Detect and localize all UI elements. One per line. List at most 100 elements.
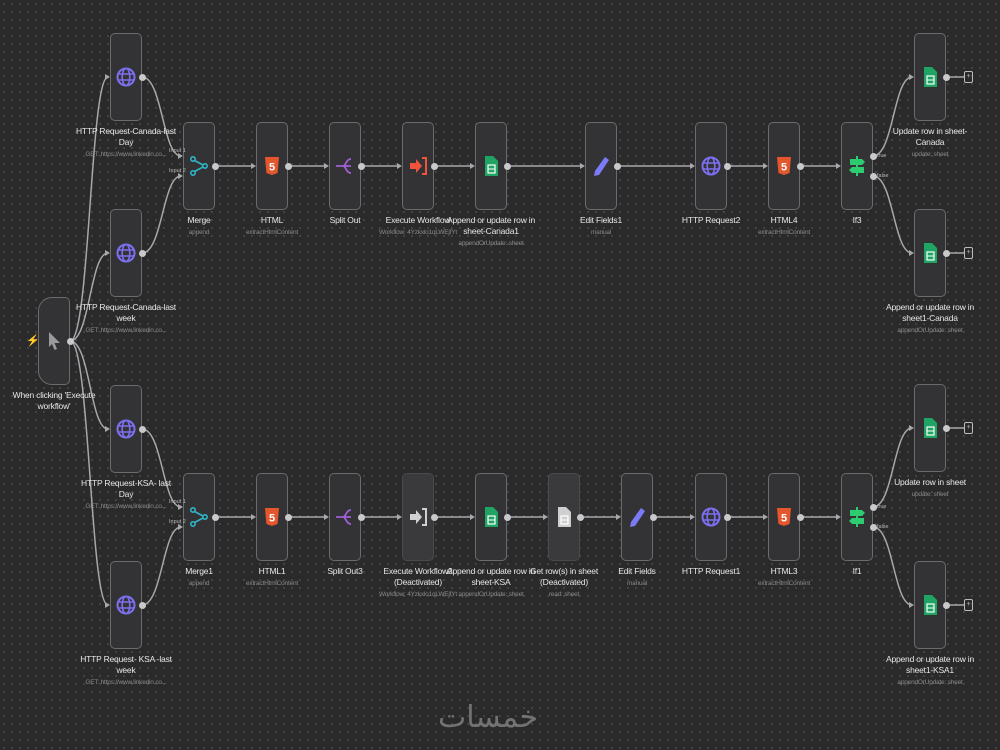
arrow-head [909, 74, 914, 80]
node-appk[interactable] [475, 473, 507, 561]
node-split3[interactable] [329, 473, 361, 561]
node-html3[interactable]: 5 [768, 473, 800, 561]
node-http2[interactable] [695, 122, 727, 210]
node-hcw[interactable] [110, 209, 142, 297]
node-label: Append or update row in sheet1-Canada app… [880, 302, 980, 336]
node-updk[interactable] [914, 384, 946, 472]
output-port[interactable] [649, 513, 657, 521]
cursor-icon [49, 332, 60, 350]
node-hcd[interactable] [110, 33, 142, 121]
node-title: Get row(s) in sheet (Deactivated) [529, 566, 598, 587]
node-html4[interactable]: 5 [768, 122, 800, 210]
split-out-icon [336, 509, 352, 525]
node-html[interactable]: 5 [256, 122, 288, 210]
output-port[interactable] [284, 162, 292, 170]
output-port[interactable] [430, 513, 438, 521]
add-node-button[interactable]: + [964, 247, 973, 259]
connection-trigger-hcw[interactable] [69, 252, 109, 342]
node-html1[interactable]: 5 [256, 473, 288, 561]
output-port[interactable] [503, 513, 511, 521]
output-port[interactable] [869, 503, 877, 511]
add-node-button[interactable]: + [964, 422, 973, 434]
output-port[interactable] [138, 601, 146, 609]
output-port[interactable] [357, 513, 365, 521]
pencil-icon [630, 508, 645, 527]
node-app1k[interactable] [914, 561, 946, 649]
output-port[interactable] [138, 425, 146, 433]
arrow-head [178, 524, 183, 530]
connection-trigger-hcd[interactable] [69, 76, 109, 342]
connection-if3-app1c[interactable] [872, 175, 913, 254]
node-subtitle: appendOrUpdate: sheet [897, 327, 963, 334]
node-if3[interactable] [841, 122, 873, 210]
output-port[interactable] [796, 513, 804, 521]
node-subtitle: update: sheet [911, 151, 949, 158]
connection-if3-updc[interactable] [872, 76, 913, 157]
node-updc[interactable] [914, 33, 946, 121]
connection-hkd-merge1[interactable] [141, 428, 182, 508]
node-edit[interactable] [621, 473, 653, 561]
output-port[interactable] [613, 162, 621, 170]
node-getrows[interactable] [548, 473, 580, 561]
output-port[interactable] [284, 513, 292, 521]
output-port[interactable] [138, 249, 146, 257]
node-hkw[interactable] [110, 561, 142, 649]
arrow-head [836, 514, 841, 520]
output-port[interactable] [942, 601, 950, 609]
connection-hcd-merge[interactable] [141, 76, 182, 157]
node-merge[interactable] [183, 122, 215, 210]
output-port[interactable] [138, 73, 146, 81]
node-label: HTTP Request2 [661, 215, 761, 226]
if-signpost-icon [849, 507, 865, 527]
connection-hcw-merge[interactable] [141, 175, 182, 254]
output-port[interactable] [723, 162, 731, 170]
output-port[interactable] [211, 162, 219, 170]
node-edit1[interactable] [585, 122, 617, 210]
if-signpost-icon [849, 156, 865, 176]
output-port[interactable] [869, 152, 877, 160]
globe-icon [116, 419, 136, 439]
node-title: Update row in sheet [894, 477, 966, 487]
node-subtitle: GET: https://www.linkedin.co... [85, 151, 167, 158]
node-hkd[interactable] [110, 385, 142, 473]
output-port[interactable] [430, 162, 438, 170]
node-app1c[interactable] [914, 209, 946, 297]
node-if1[interactable] [841, 473, 873, 561]
node-split[interactable] [329, 122, 361, 210]
output-port[interactable] [503, 162, 511, 170]
node-exec[interactable] [402, 122, 434, 210]
add-node-button[interactable]: + [964, 71, 973, 83]
port-label-input2: Input 2 [169, 168, 186, 174]
port-label-input2: Input 2 [169, 519, 186, 525]
node-merge1[interactable] [183, 473, 215, 561]
node-exec2[interactable] [402, 473, 434, 561]
output-port[interactable] [576, 513, 584, 521]
output-port[interactable] [942, 249, 950, 257]
output-port[interactable] [869, 172, 877, 180]
connection-hkw-merge1[interactable] [141, 526, 182, 606]
output-port[interactable] [869, 523, 877, 531]
output-port[interactable] [723, 513, 731, 521]
arrow-head [690, 514, 695, 520]
node-label: If1 [807, 566, 907, 577]
node-trigger[interactable] [38, 297, 70, 385]
connection-if1-app1k[interactable] [872, 526, 913, 606]
connection-trigger-hkd[interactable] [69, 340, 109, 430]
output-port[interactable] [66, 337, 74, 345]
output-port[interactable] [942, 424, 950, 432]
connection-if1-updk[interactable] [872, 427, 913, 508]
connection-trigger-hkw[interactable] [69, 340, 109, 606]
output-port[interactable] [357, 162, 365, 170]
output-port[interactable] [796, 162, 804, 170]
output-port[interactable] [211, 513, 219, 521]
node-title: Append or update row in sheet1-Canada [885, 302, 975, 323]
add-node-button[interactable]: + [964, 599, 973, 611]
output-port[interactable] [942, 73, 950, 81]
node-http1[interactable] [695, 473, 727, 561]
node-appc[interactable] [475, 122, 507, 210]
